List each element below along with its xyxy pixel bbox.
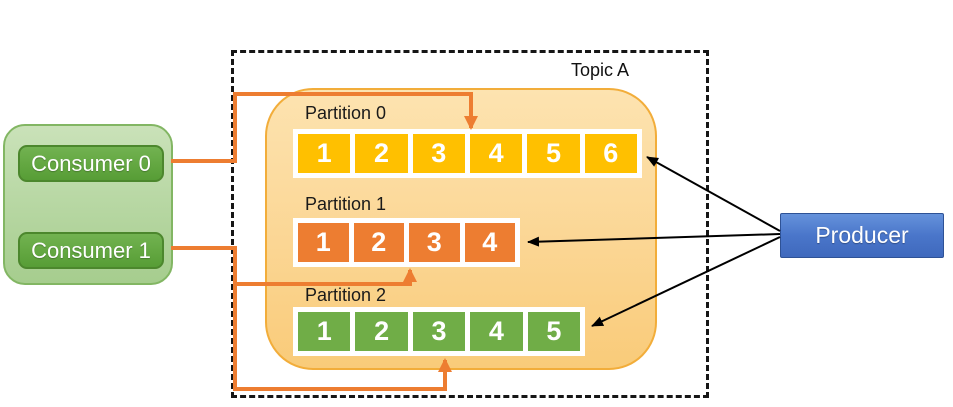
message-cell: 3 bbox=[412, 134, 465, 173]
message-cell: 1 bbox=[298, 134, 351, 173]
message-cell: 4 bbox=[464, 223, 515, 262]
message-cell: 1 bbox=[298, 223, 349, 262]
message-cell: 2 bbox=[355, 312, 408, 351]
message-cell: 1 bbox=[298, 312, 351, 351]
message-cell: 4 bbox=[470, 312, 523, 351]
partition-0-label: Partition 0 bbox=[305, 103, 387, 123]
message-cell: 2 bbox=[355, 134, 408, 173]
consumer-0-shape: Consumer 0 bbox=[18, 145, 164, 182]
message-cell: 6 bbox=[584, 134, 637, 173]
message-cell: 4 bbox=[469, 134, 523, 173]
message-cell: 3 bbox=[412, 312, 466, 351]
message-cell: 5 bbox=[527, 134, 580, 173]
message-cell: 5 bbox=[527, 312, 581, 351]
partition-2-label: Partition 2 bbox=[305, 285, 387, 305]
message-cell: 2 bbox=[353, 223, 404, 262]
producer-shape: Producer bbox=[780, 213, 944, 258]
consumer-group-box: Consumer 0 Consumer 1 bbox=[3, 124, 173, 285]
consumer-1-shape: Consumer 1 bbox=[18, 232, 164, 269]
topic-title: Topic A bbox=[570, 60, 630, 80]
message-cell: 3 bbox=[409, 223, 460, 262]
partition-1-label: Partition 1 bbox=[305, 194, 387, 214]
